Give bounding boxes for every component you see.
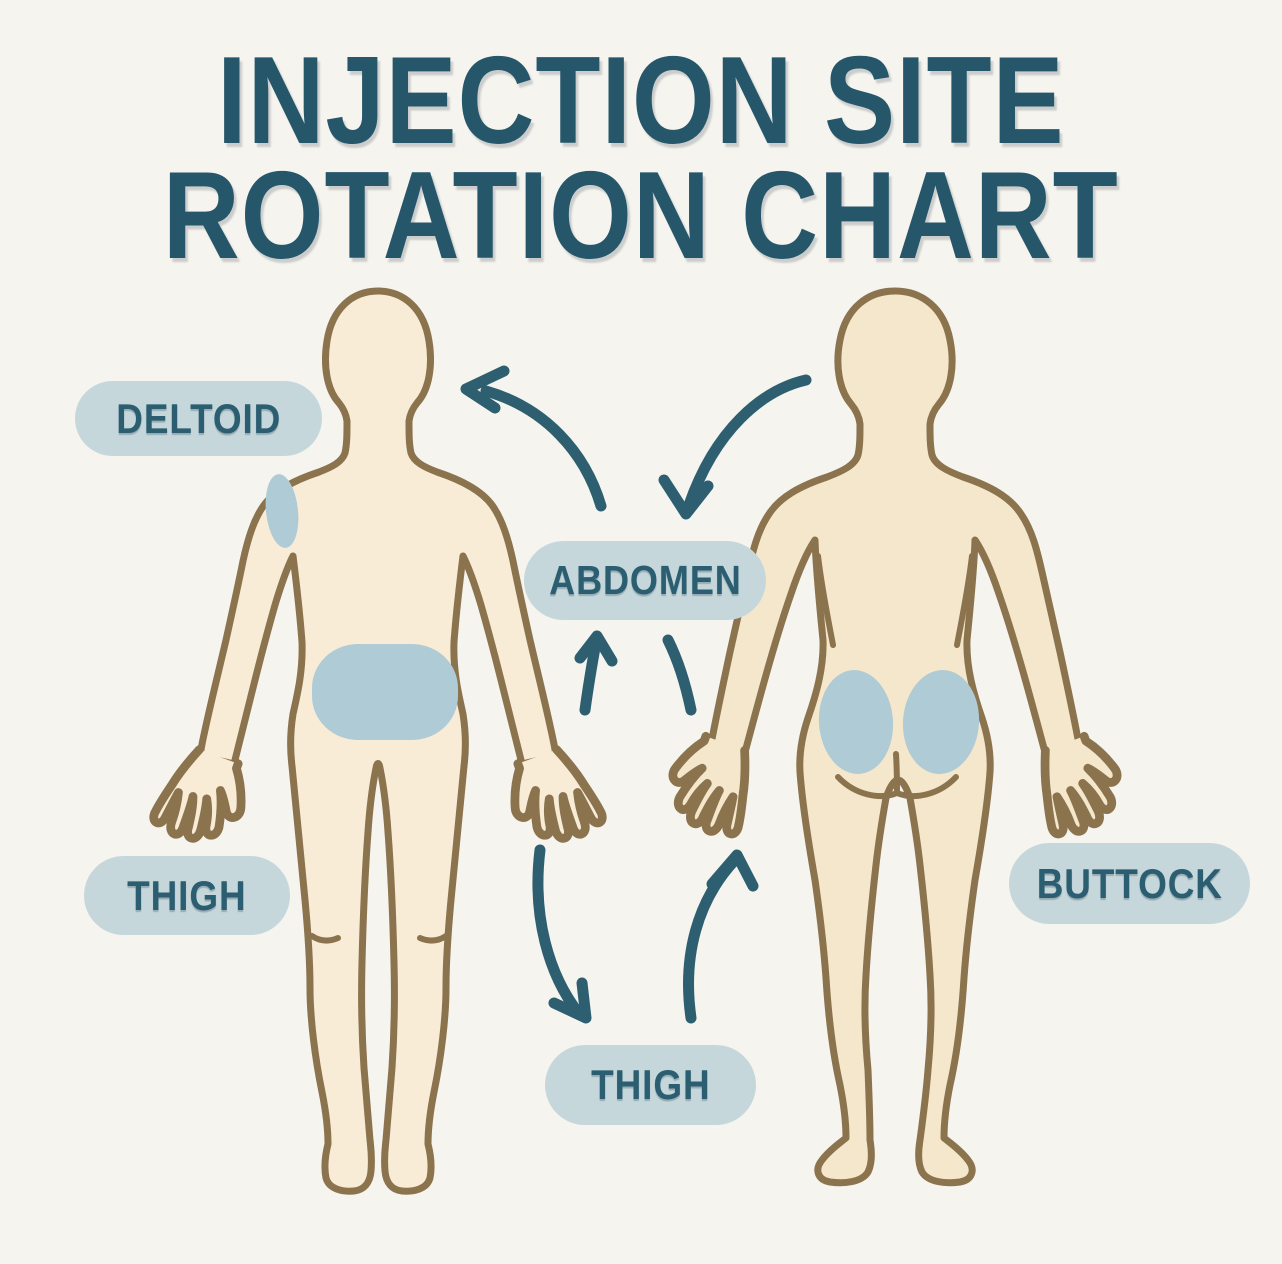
back-left-lat-line [815, 553, 836, 648]
arrow-back-to-abdomen-head [658, 474, 714, 520]
buttock-left-crease [835, 774, 900, 799]
arrow-up-to-abdomen-head [574, 630, 618, 667]
front-body-figure [150, 287, 606, 1195]
front-right-hand [501, 743, 606, 853]
page-title: INJECTION SITE ROTATION CHART [0, 32, 1282, 286]
buttock-right-crease [894, 774, 959, 799]
page-title-line1: INJECTION SITE [217, 32, 1065, 170]
buttock-right-site-highlight [902, 670, 980, 774]
label-thigh-bottom: THIGH [545, 1045, 756, 1125]
arrow-abdomen-to-deltoid-head [460, 365, 510, 414]
arrow-up-to-abdomen [579, 636, 602, 716]
back-right-lat-line [954, 553, 975, 648]
arc-abdomen-down [662, 634, 697, 716]
back-body-outline [706, 287, 1084, 1187]
front-right-knee-line [417, 933, 449, 944]
front-left-knee-line [309, 933, 341, 944]
back-body-figure [659, 287, 1132, 1187]
arrow-abdomen-to-deltoid [480, 385, 607, 512]
label-abdomen: ABDOMEN [524, 541, 766, 620]
buttock-center-crease [893, 751, 900, 796]
page-title-line2: ROTATION CHART [163, 147, 1119, 286]
deltoid-site-highlight [265, 474, 299, 548]
front-left-hand [150, 743, 255, 853]
arrow-thigh-to-buttock-head [706, 849, 759, 892]
rotation-arrows [460, 365, 812, 1024]
arrow-abdomen-to-thigh-head [548, 977, 592, 1024]
label-thigh-left: THIGH [84, 856, 290, 935]
buttock-left-site-highlight [818, 670, 894, 774]
arrow-abdomen-to-thigh [532, 844, 586, 1021]
label-buttock: BUTTOCK [1009, 843, 1250, 924]
label-deltoid: DELTOID [75, 381, 322, 456]
arrow-back-to-abdomen [683, 374, 812, 511]
abdomen-site-highlight [312, 644, 458, 740]
